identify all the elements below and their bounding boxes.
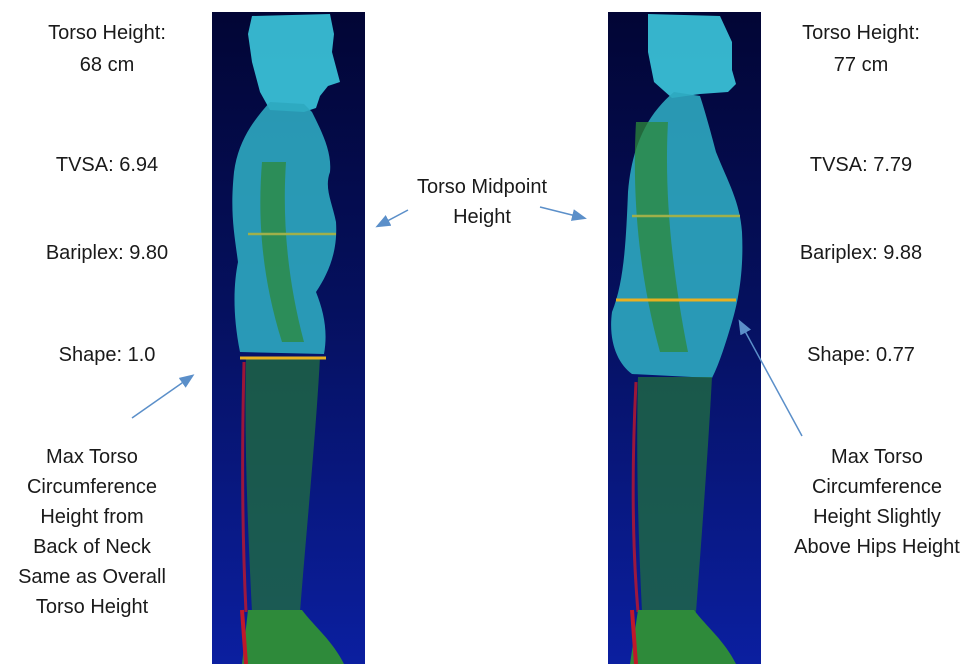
midpoint-arrow-right xyxy=(540,207,584,218)
midpoint-arrow-left xyxy=(378,210,408,226)
right-max-arrow xyxy=(740,322,802,436)
left-max-arrow xyxy=(132,376,192,418)
